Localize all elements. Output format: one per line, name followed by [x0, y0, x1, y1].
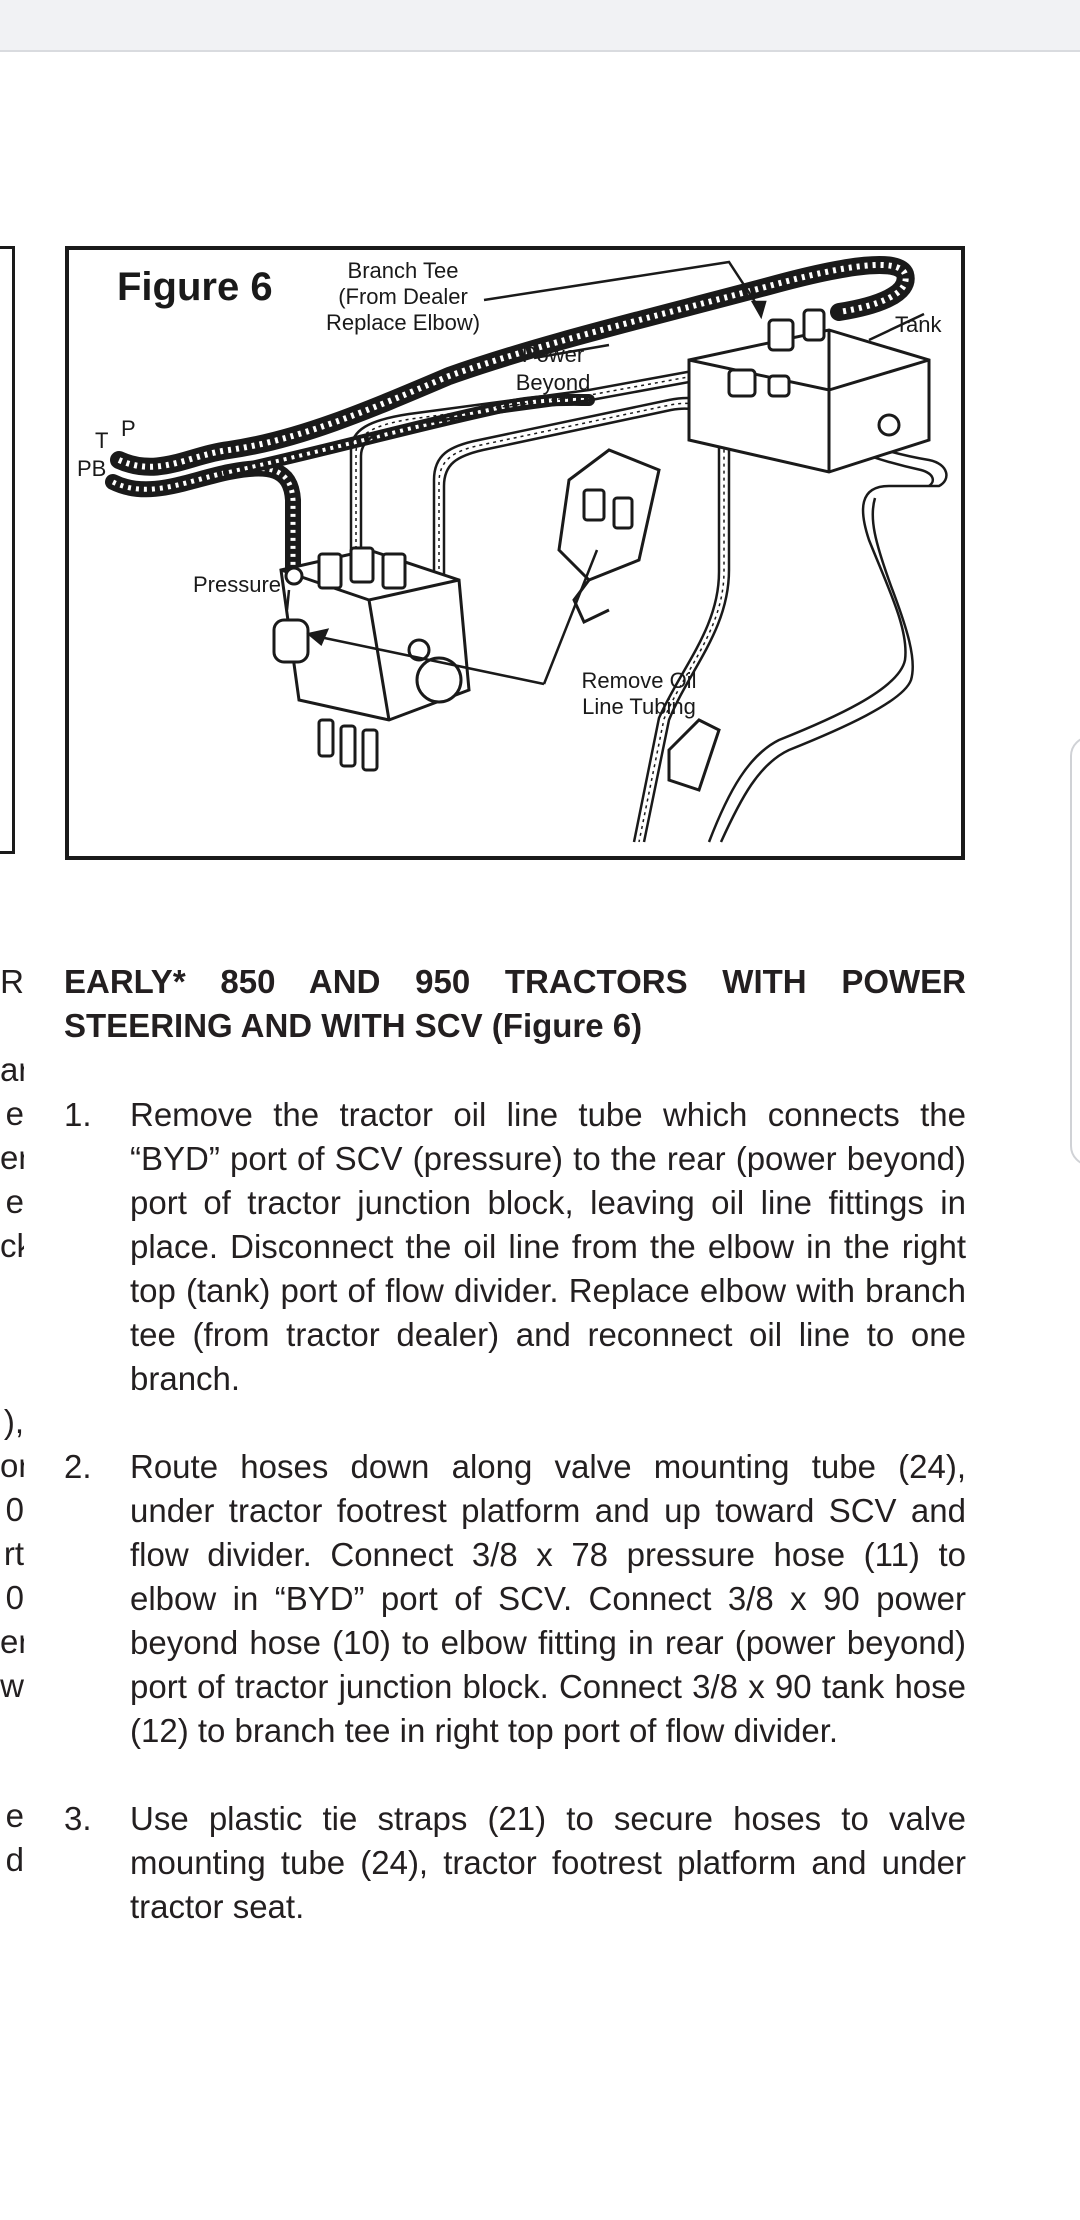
section-heading: EARLY* 850 AND 950 TRACTORS WITH POWER S… — [64, 963, 966, 1044]
power-beyond-leader — [533, 343, 610, 360]
fragment-line: or — [0, 1447, 24, 1484]
flow-divider — [687, 308, 931, 474]
fragment-line: ck — [0, 1227, 24, 1264]
step-text: Use plastic tie straps (21) to secure ho… — [130, 1800, 966, 1925]
left-figure-frame-edge — [0, 246, 15, 854]
fragment-line — [0, 1004, 24, 1048]
step-text: Route hoses down along valve mounting tu… — [130, 1448, 966, 1749]
fragment-line: er — [0, 1623, 24, 1660]
fragment-line: e — [5, 1183, 24, 1220]
step-number: 3. — [64, 1800, 92, 1837]
hydraulic-diagram: Figure 6 Branch Tee (From Dealer Replace… — [77, 255, 948, 843]
fragment-line: ar — [0, 1051, 24, 1088]
label-branch-tee: (From Dealer — [338, 284, 468, 309]
remove-oil-leader-1 — [314, 634, 545, 686]
label-power-beyond: Power — [522, 342, 584, 367]
label-remove-oil: Line Tubing — [582, 694, 696, 719]
figure-6-frame: Figure 6 Branch Tee (From Dealer Replace… — [65, 246, 965, 860]
remove-oil-leader-2 — [542, 549, 599, 685]
label-port-t: T — [95, 428, 108, 453]
fragment-line: R — [0, 963, 24, 1000]
step-number: 1. — [64, 1096, 92, 1133]
fragment-line: 0 — [5, 1579, 24, 1616]
fragment-line: w — [0, 1667, 24, 1704]
list-item: 1. Remove the tractor oil line tube whic… — [64, 1093, 966, 1401]
left-column-fragment-c: e d — [0, 1794, 24, 1882]
fragment-line: 0 — [5, 1491, 24, 1528]
left-column-fragment-a: R ar e er e ck — [0, 960, 24, 1268]
label-branch-tee: Replace Elbow) — [326, 310, 480, 335]
side-scroll-handle[interactable] — [1070, 736, 1080, 1166]
fragment-line: e — [5, 1095, 24, 1132]
label-port-pb: PB — [77, 456, 106, 481]
label-port-p: P — [121, 416, 136, 441]
list-item: 3. Use plastic tie straps (21) to secure… — [64, 1797, 966, 1929]
browser-top-bar — [0, 0, 1080, 52]
label-remove-oil: Remove Oil — [582, 668, 697, 693]
instruction-steps: 1. Remove the tractor oil line tube whic… — [64, 1093, 966, 1973]
tank-leader — [868, 312, 925, 342]
branch-tee-leader — [483, 260, 761, 309]
fragment-line: d — [5, 1841, 24, 1878]
step-number: 2. — [64, 1448, 92, 1485]
scv-valve — [272, 546, 471, 772]
figure-title: Figure 6 — [117, 265, 273, 309]
pressure-leader — [285, 589, 291, 611]
label-tank: Tank — [895, 312, 942, 337]
fragment-line: e — [5, 1797, 24, 1834]
list-item: 2. Route hoses down along valve mounting… — [64, 1445, 966, 1753]
left-column-fragment-b: ), or 0 rt 0 er w — [0, 1400, 24, 1708]
label-pressure: Pressure — [193, 572, 281, 597]
step-text: Remove the tractor oil line tube which c… — [130, 1096, 966, 1397]
middle-cylinder — [557, 448, 661, 625]
label-branch-tee: Branch Tee — [348, 258, 459, 283]
fragment-line: rt — [3, 1535, 24, 1572]
fragment-line: er — [0, 1139, 24, 1176]
pressure-hose — [105, 460, 301, 578]
fragment-line: ), — [3, 1403, 24, 1440]
label-power-beyond: Beyond — [516, 370, 591, 395]
